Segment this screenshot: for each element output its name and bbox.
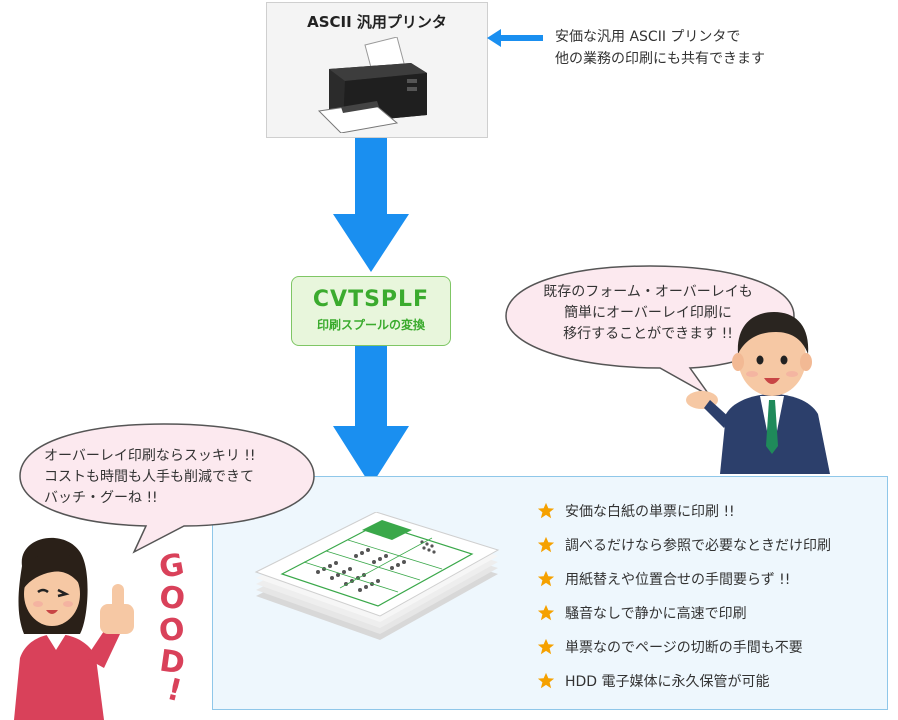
top-note-line1: 安価な汎用 ASCII プリンタで [555,29,741,45]
small-left-arrow [487,29,543,47]
down-arrow-top [333,138,409,272]
top-note-line2: 他の業務の印刷にも共有できます [555,51,765,67]
feature-text: 騒音なしで静かに高速で印刷 [565,606,747,622]
paper-stack-icon [254,512,500,640]
cvtsplf-box: CVTSPLF 印刷スプールの変換 [291,276,451,346]
left-bubble-line2: コストも時間も人手も削減できて [44,469,254,485]
feature-item: 用紙替えや位置合せの手間要らず !! [537,562,831,596]
feature-text: HDD 電子媒体に永久保管が可能 [565,674,770,690]
svg-text:D: D [157,643,187,681]
feature-text: 単票なのでページの切断の手間も不要 [565,640,803,656]
svg-text:O: O [157,612,186,649]
star-icon [537,672,555,689]
feature-item: 安価な白紙の単票に印刷 !! [537,494,831,528]
feature-text: 調べるだけなら参照で必要なときだけ印刷 [565,538,831,554]
star-icon [537,570,555,587]
cvtsplf-title: CVTSPLF [312,287,430,312]
down-arrow-bottom [333,346,409,486]
businessman-illustration [686,312,830,474]
left-bubble-line3: バッチ・グーね !! [44,490,158,506]
woman-thumbs-up-illustration [14,537,134,720]
printer-icon [317,37,427,133]
feature-text: 用紙替えや位置合せの手間要らず !! [565,572,791,588]
right-bubble-line2: 簡単にオーバーレイ印刷に [564,305,732,321]
right-bubble-text: 既存のフォーム・オーバーレイも 簡単にオーバーレイ印刷に 移行することができます… [528,282,768,345]
cvtsplf-subtitle: 印刷スプールの変換 [316,318,425,332]
svg-text:O: O [158,580,187,617]
feature-text: 安価な白紙の単票に印刷 !! [565,504,735,520]
left-bubble-line1: オーバーレイ印刷ならスッキリ !! [44,448,256,464]
feature-item: HDD 電子媒体に永久保管が可能 [537,664,831,698]
speech-bubble-right [505,265,795,397]
feature-list: 安価な白紙の単票に印刷 !! 調べるだけなら参照で必要なときだけ印刷 用紙替えや… [537,494,831,698]
feature-item: 単票なのでページの切断の手間も不要 [537,630,831,664]
left-bubble-text: オーバーレイ印刷ならスッキリ !! コストも時間も人手も削減できて バッチ・グー… [44,446,256,509]
star-icon [537,638,555,655]
top-note: 安価な汎用 ASCII プリンタで 他の業務の印刷にも共有できます [555,26,765,70]
feature-item: 調べるだけなら参照で必要なときだけ印刷 [537,528,831,562]
star-icon [537,536,555,553]
svg-text:G: G [157,547,187,586]
printer-box: ASCII 汎用プリンタ [266,2,488,138]
right-bubble-line3: 移行することができます !! [563,326,733,342]
right-bubble-line1: 既存のフォーム・オーバーレイも [543,284,753,300]
speech-bubble-left [19,423,315,554]
star-icon [537,604,555,621]
printer-title: ASCII 汎用プリンタ [307,13,447,31]
feature-item: 騒音なしで静かに高速で印刷 [537,596,831,630]
star-icon [537,502,555,519]
good-lettering: G O O D ! [157,547,187,702]
